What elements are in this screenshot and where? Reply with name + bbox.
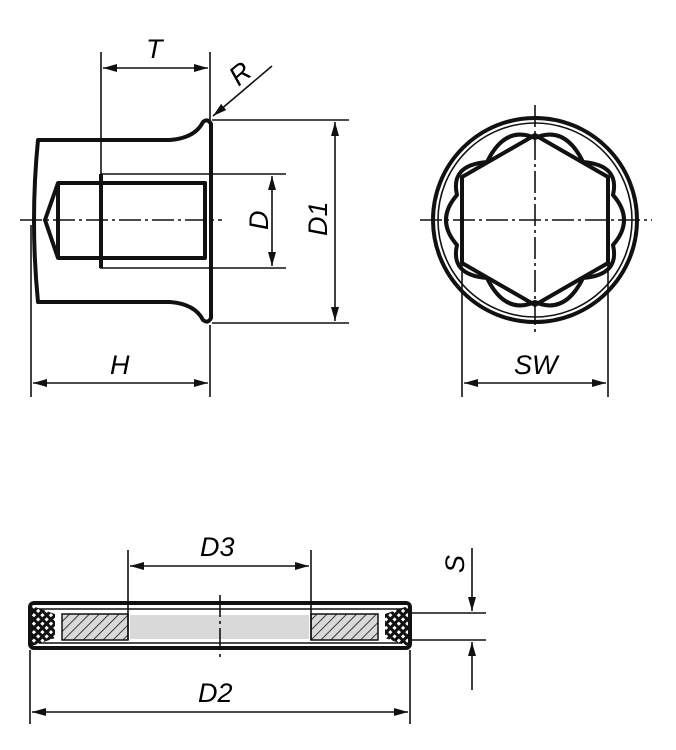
label-R: R — [223, 56, 257, 92]
seal-left — [32, 606, 55, 646]
label-D: D — [244, 211, 274, 231]
washer-section: D3 D2 S — [28, 532, 486, 724]
end-view: SW — [420, 105, 652, 397]
label-D3: D3 — [200, 532, 235, 562]
label-T: T — [146, 34, 165, 64]
ring-right — [310, 613, 379, 641]
body-section — [32, 118, 213, 324]
dim-R — [212, 65, 273, 117]
bore — [43, 181, 207, 260]
label-SW: SW — [514, 350, 560, 380]
lobed-socket — [444, 132, 626, 308]
label-D2: D2 — [198, 678, 233, 708]
ring-left — [61, 613, 129, 641]
label-H: H — [110, 350, 130, 380]
label-S: S — [440, 555, 470, 573]
side-section-view: T R D D1 H — [20, 34, 349, 397]
label-D1: D1 — [303, 201, 333, 236]
seal-right — [385, 606, 408, 646]
